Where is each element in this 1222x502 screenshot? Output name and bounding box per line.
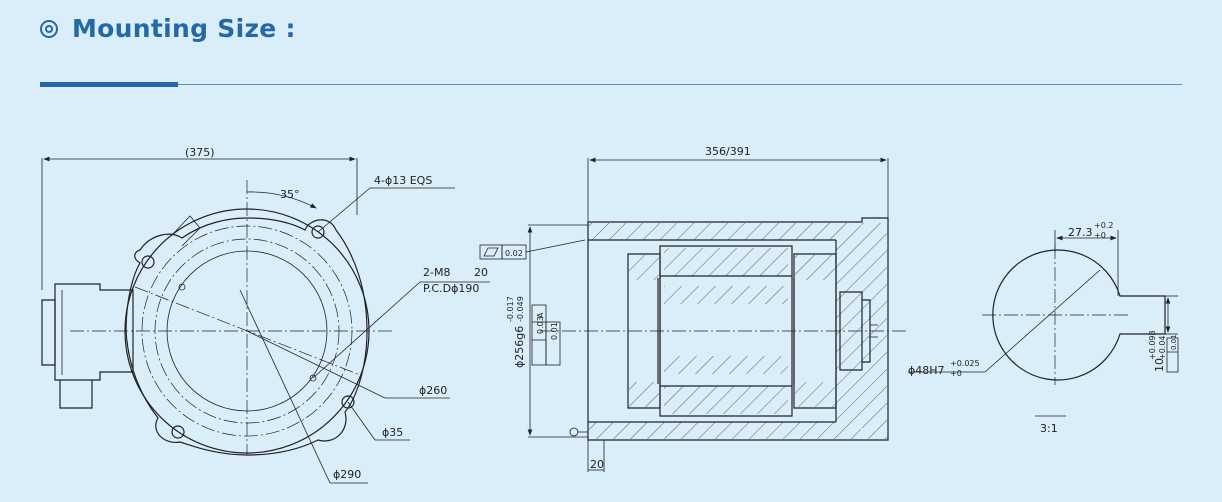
thread-label: 2-M8 bbox=[423, 266, 450, 279]
angle-label: 35° bbox=[280, 188, 300, 201]
bore-label: ϕ48H7 bbox=[908, 364, 945, 377]
detail-view: 27.3 +0.2 +0 ϕ48H7 +0.025 +0 10 +0.098 +… bbox=[908, 221, 1179, 435]
key-dim-label: 27.3 bbox=[1068, 226, 1093, 239]
pilot-tol-lower: -0.049 bbox=[516, 296, 525, 322]
bore-tol-lower: +0 bbox=[950, 369, 962, 378]
title-divider bbox=[40, 84, 1182, 85]
flatness-value: 0.02 bbox=[505, 249, 523, 258]
dia-290-label: ϕ290 bbox=[333, 468, 361, 481]
key-tol-lower: +0 bbox=[1094, 231, 1106, 240]
pilot-dia-label: ϕ256g6 bbox=[513, 326, 526, 368]
key-tol-upper: +0.2 bbox=[1094, 221, 1113, 230]
scale-label: 3:1 bbox=[1040, 422, 1058, 435]
section-header: Mounting Size : bbox=[40, 14, 296, 43]
thread-depth-label: 20 bbox=[474, 266, 488, 279]
length-label: 356/391 bbox=[705, 145, 751, 158]
dia-35-label: ϕ35 bbox=[382, 426, 403, 439]
front-view: (375) 35° 4-ϕ13 EQS bbox=[41, 146, 490, 484]
dia-260-label: ϕ260 bbox=[419, 384, 447, 397]
runout-value: 0.03 bbox=[536, 316, 545, 334]
slot-tol-lower: +0.04 bbox=[1158, 335, 1167, 360]
bore-tol-upper: +0.025 bbox=[950, 359, 980, 368]
perpendicularity-value: 0.01 bbox=[550, 322, 559, 340]
slot-geo-value: 0.01 bbox=[1170, 334, 1178, 350]
pilot-tol-upper: -0.017 bbox=[506, 296, 515, 322]
slot-dim-label: 10 bbox=[1153, 358, 1166, 372]
concentric-circle-icon bbox=[40, 19, 58, 38]
section-view: 356/391 bbox=[479, 145, 908, 472]
runout-datum: A bbox=[536, 312, 545, 318]
title-divider-accent bbox=[40, 82, 178, 87]
holes-label: 4-ϕ13 EQS bbox=[374, 174, 432, 187]
overall-width-label: (375) bbox=[185, 146, 215, 159]
pcd-label: P.C.Dϕ190 bbox=[423, 282, 479, 295]
section-title: Mounting Size : bbox=[72, 14, 296, 43]
bottom-dim-label: 20 bbox=[590, 458, 604, 471]
slot-tol-upper: +0.098 bbox=[1148, 330, 1157, 360]
